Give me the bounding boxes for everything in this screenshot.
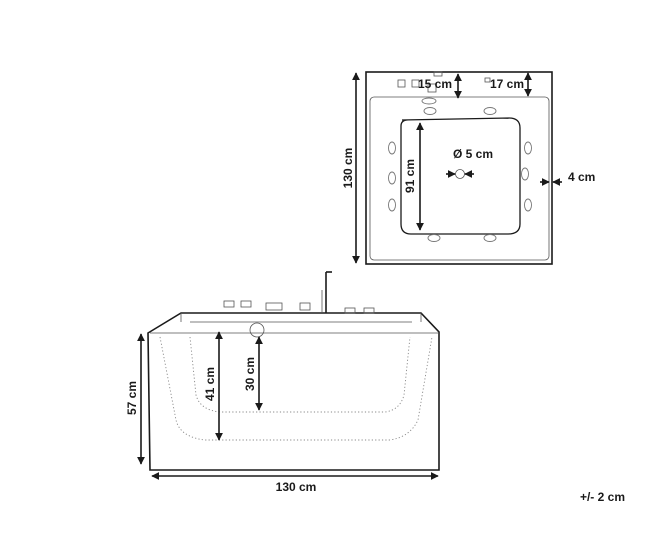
label-overall-length: 130 cm: [276, 480, 317, 494]
side-view-basin-outline: [159, 336, 433, 441]
side-view-water-line: [189, 336, 411, 413]
side-view-body: [147, 312, 440, 471]
label-inner-length: 91 cm: [403, 159, 417, 193]
jets: [388, 107, 532, 242]
label-total-height: 57 cm: [125, 381, 139, 415]
label-tolerance: +/- 2 cm: [580, 490, 625, 504]
label-panel-depth-left: 15 cm: [418, 77, 452, 91]
label-drain-diameter: Ø 5 cm: [453, 147, 493, 161]
label-overall-width: 130 cm: [341, 148, 355, 189]
top-view: 130 cm 15 cm 17 cm 91 cm Ø 5 cm 4 cm: [341, 71, 595, 265]
faucet-fittings: [223, 271, 375, 338]
side-view: 57 cm 41 cm 30 cm 130 cm: [125, 271, 440, 494]
label-rim-width: 4 cm: [568, 170, 595, 184]
label-water-depth: 30 cm: [243, 357, 257, 391]
top-view-outer-rim: [365, 71, 553, 265]
label-inner-depth: 41 cm: [203, 367, 217, 401]
deck-fittings: [397, 71, 491, 105]
top-view-basin: [400, 117, 521, 235]
label-panel-depth-right: 17 cm: [490, 77, 524, 91]
drain-circle: [455, 169, 465, 179]
